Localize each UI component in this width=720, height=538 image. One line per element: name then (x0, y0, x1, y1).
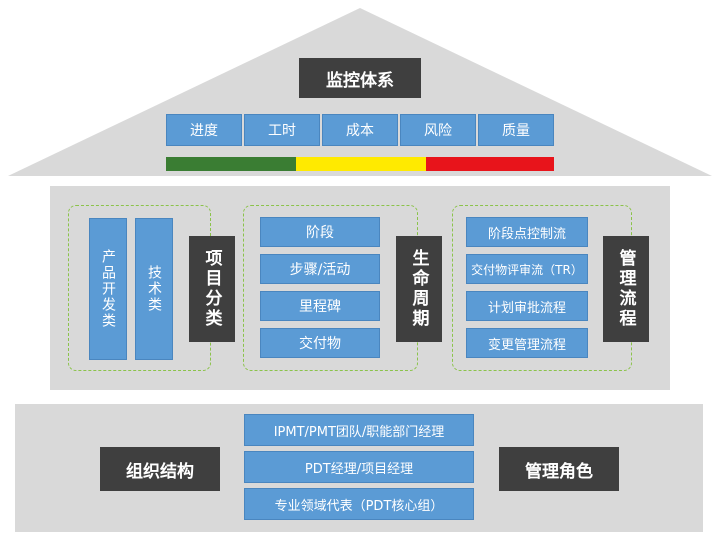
lifecycle-deliverable: 交付物 (260, 328, 380, 358)
metric-quality: 质量 (478, 114, 554, 146)
lifecycle-milestone: 里程碑 (260, 291, 380, 321)
project-category-label: 项目分类 (189, 236, 235, 342)
role-pdt-manager: PDT经理/项目经理 (244, 451, 474, 483)
lifecycle-step: 步骤/活动 (260, 254, 380, 284)
category-product-dev: 产品开发类 (89, 218, 127, 360)
management-role-label: 管理角色 (499, 447, 619, 491)
management-process-label: 管理流程 (603, 236, 649, 342)
role-domain-rep: 专业领域代表（PDT核心组） (244, 488, 474, 520)
metric-risk: 风险 (400, 114, 476, 146)
category-technical: 技术类 (135, 218, 173, 360)
process-plan-approval: 计划审批流程 (466, 291, 588, 321)
status-bar-green (166, 157, 296, 171)
status-bar-yellow (296, 157, 426, 171)
lifecycle-phase: 阶段 (260, 217, 380, 247)
status-bar-red (426, 157, 554, 171)
process-tr-review: 交付物评审流（TR） (466, 254, 588, 284)
process-phase-control: 阶段点控制流 (466, 217, 588, 247)
org-structure-label: 组织结构 (100, 447, 220, 491)
lifecycle-label: 生命周期 (396, 236, 442, 342)
monitoring-system-title: 监控体系 (299, 58, 421, 98)
metric-cost: 成本 (322, 114, 398, 146)
process-change-mgmt: 变更管理流程 (466, 328, 588, 358)
metric-hours: 工时 (244, 114, 320, 146)
role-ipmt: IPMT/PMT团队/职能部门经理 (244, 414, 474, 446)
metric-schedule: 进度 (166, 114, 242, 146)
